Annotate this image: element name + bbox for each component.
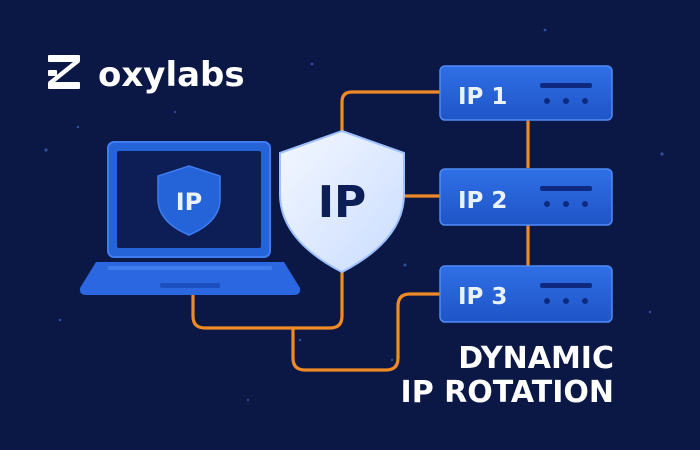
connector-laptop-to-shield xyxy=(191,270,344,330)
laptop-badge-label: IP xyxy=(176,188,203,216)
server-ip1: IP 1 xyxy=(439,65,613,121)
shield-label: IP xyxy=(318,177,367,228)
background-stars xyxy=(44,28,664,402)
central-shield: IP xyxy=(279,129,405,274)
laptop-base xyxy=(79,262,301,295)
connector-loop-to-ip3 xyxy=(291,292,444,372)
oxylabs-z-logo-icon xyxy=(48,55,80,89)
headline-line2: IP ROTATION xyxy=(401,375,614,410)
headline: DYNAMIC IP ROTATION xyxy=(401,341,614,410)
server-ip3: IP 3 xyxy=(439,265,613,323)
shield-icon xyxy=(279,129,405,274)
laptop: IP xyxy=(79,141,301,295)
laptop-trackpad xyxy=(160,283,220,288)
laptop-shield-icon xyxy=(157,165,221,236)
headline-line1: DYNAMIC xyxy=(458,341,614,376)
server-ip2-label: IP 2 xyxy=(458,188,507,214)
server-ip1-slot xyxy=(540,83,592,88)
server-ip3-label: IP 3 xyxy=(458,284,507,310)
server-ip2: IP 2 xyxy=(439,168,613,226)
brand-name: oxylabs xyxy=(98,55,245,95)
server-ip3-slot xyxy=(540,283,592,288)
connector-shield-to-ip1 xyxy=(340,90,444,140)
server-ip1-label: IP 1 xyxy=(458,84,507,110)
server-ip2-slot xyxy=(540,186,592,191)
connector-lines xyxy=(191,90,444,372)
brand-logo: oxylabs xyxy=(48,55,245,95)
